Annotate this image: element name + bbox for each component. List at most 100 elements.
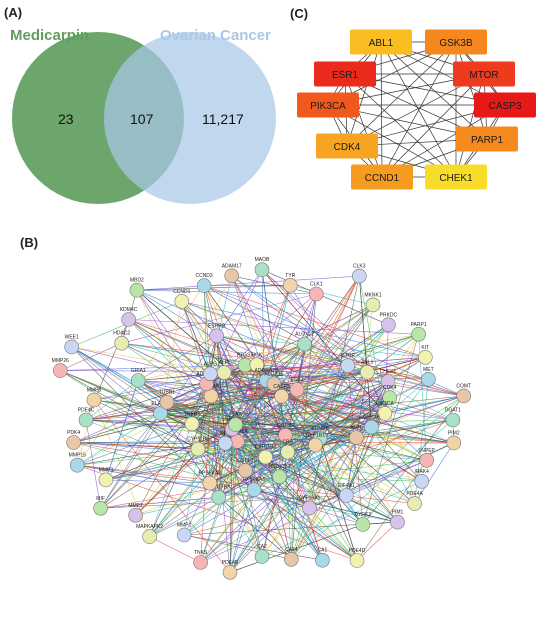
- ppi-node-adam17[interactable]: ADAM17: [222, 263, 242, 284]
- hub-node-parp1[interactable]: PARP1: [456, 126, 518, 152]
- venn-right-only: 11,217: [202, 111, 244, 127]
- ppi-node-tyr[interactable]: TYR: [282, 273, 298, 293]
- ppi-edge: [231, 275, 317, 295]
- ppi-node-pde4b[interactable]: PDE4B: [222, 560, 239, 580]
- ppi-node-cyp11b2[interactable]: CYP11B2: [187, 437, 209, 457]
- ppi-node-eif4a1[interactable]: EIF4A1: [338, 483, 355, 503]
- ppi-node-dyrk2[interactable]: DYRK2: [354, 512, 371, 532]
- ppi-node-kit[interactable]: KIT: [417, 345, 433, 365]
- ppi-node-mmp26[interactable]: MMP26: [52, 358, 69, 378]
- ppi-node-clk3[interactable]: CLK3: [351, 264, 367, 284]
- ppi-node-alpg[interactable]: ALPG: [203, 361, 218, 382]
- ppi-node-lnpep[interactable]: LNPEP: [418, 448, 436, 468]
- hub-node-esr1[interactable]: ESR1: [314, 61, 376, 87]
- ppi-node-circle: [153, 406, 168, 421]
- ppi-node-alpl[interactable]: ALPL: [349, 425, 364, 445]
- ppi-node-hck[interactable]: HCK: [249, 352, 265, 373]
- ppi-node-pde4d[interactable]: PDE4D: [349, 548, 366, 568]
- ppi-node-circle: [249, 357, 265, 373]
- hub-node-mtor[interactable]: MTOR: [453, 61, 515, 87]
- ppi-node-gstm2[interactable]: GSTM2: [277, 423, 294, 443]
- ppi-node-mmp8[interactable]: MMP8: [86, 388, 102, 408]
- ppi-node-rps6ka2[interactable]: RPS6KA2: [199, 471, 222, 491]
- ppi-node-tubb1[interactable]: TUBB1: [159, 390, 175, 410]
- ppi-edge: [77, 399, 95, 466]
- ppi-node-tnks[interactable]: TNKS: [193, 550, 208, 570]
- ppi-node-cyp1b1[interactable]: CYP1B1: [306, 433, 325, 453]
- hub-node-label: GSK3B: [439, 38, 473, 49]
- ppi-node-pim1[interactable]: PIM1: [390, 510, 405, 530]
- ppi-node-gria1[interactable]: GRIA1: [131, 368, 146, 388]
- ppi-node-pik3ca[interactable]: PIK3CA: [376, 401, 394, 421]
- ppi-node-circle: [254, 549, 270, 564]
- ppi-node-ca2[interactable]: CA2: [254, 544, 270, 564]
- ppi-node-abl1[interactable]: ABL1: [359, 360, 375, 380]
- ppi-node-esrrb[interactable]: ESRRB: [208, 323, 226, 344]
- ppi-node-mmp1[interactable]: MMP1: [176, 523, 192, 543]
- ppi-node-mmp7[interactable]: MMP7: [128, 503, 143, 523]
- ppi-edge: [231, 275, 316, 446]
- ppi-node-rps6ka5[interactable]: RPS6KA5: [243, 477, 266, 498]
- ppi-node-esr1[interactable]: ESR1: [289, 377, 305, 397]
- hub-node-abl1[interactable]: ABL1: [350, 29, 412, 55]
- ppi-node-pde4c[interactable]: PDE4C: [78, 408, 95, 428]
- ppi-node-hdac2[interactable]: HDAC2: [113, 331, 130, 351]
- ppi-node-ret[interactable]: RET: [218, 431, 233, 451]
- ppi-node-casp3[interactable]: CASP3: [273, 384, 290, 404]
- hub-node-pik3ca[interactable]: PIK3CA: [297, 92, 359, 118]
- hub-node-chek1[interactable]: CHEK1: [425, 164, 487, 190]
- ppi-edge: [100, 496, 219, 509]
- ppi-node-mapkapk2[interactable]: MAPKAPK2: [136, 524, 163, 544]
- ppi-node-cdk4[interactable]: CDK4: [382, 385, 398, 405]
- ppi-node-met[interactable]: MET: [421, 367, 436, 387]
- ppi-node-label: EDNRB: [311, 426, 329, 432]
- ppi-node-alox12[interactable]: ALOX12: [295, 332, 314, 352]
- hub-node-cdk4[interactable]: CDK4: [316, 133, 378, 159]
- ppi-node-irak4[interactable]: IRAK4: [414, 469, 429, 489]
- ppi-node-tubb3[interactable]: TUBB3: [184, 411, 200, 432]
- ppi-edge: [287, 365, 349, 453]
- ppi-node-circle: [64, 339, 79, 355]
- ppi-node-pim2[interactable]: PIM2: [446, 430, 462, 451]
- ppi-node-ca1[interactable]: CA1: [315, 548, 330, 568]
- ppi-node-pdk4[interactable]: PDK4: [66, 430, 81, 450]
- ppi-node-mbd2[interactable]: MBD2: [129, 278, 145, 298]
- ppi-node-mknk1[interactable]: MKNK1: [364, 292, 382, 313]
- ppi-node-hsd17b2[interactable]: HSD17B2: [268, 464, 291, 484]
- ppi-node-chek1[interactable]: CHEK1: [380, 369, 397, 389]
- ppi-node-mif[interactable]: MIF: [93, 496, 108, 516]
- ppi-node-cyp11b1[interactable]: CYP11B1: [255, 445, 277, 465]
- ppi-node-clk1[interactable]: CLK1: [308, 282, 324, 302]
- ppi-node-mmp3[interactable]: MMP3: [98, 467, 114, 488]
- ppi-node-cyp19a1[interactable]: CYP19A1: [298, 496, 321, 516]
- ppi-node-mmp15[interactable]: MMP15: [69, 453, 86, 473]
- ppi-node-alox15[interactable]: ALOX15: [264, 371, 284, 392]
- ppi-node-prkdc[interactable]: PRKDC: [380, 312, 398, 333]
- ppi-node-gsk3b[interactable]: GSK3B: [363, 415, 380, 435]
- hub-node-gsk3b[interactable]: GSK3B: [425, 29, 487, 55]
- hub-node-box: [314, 61, 376, 87]
- ppi-node-kdm4c[interactable]: KDM4C: [120, 307, 138, 327]
- ppi-node-ccnd3[interactable]: CCND3: [195, 273, 213, 293]
- ppi-node-ccnd1[interactable]: CCND1: [173, 289, 191, 309]
- ppi-node-cbs[interactable]: CBS: [280, 440, 296, 460]
- ppi-node-parp1[interactable]: PARP1: [411, 322, 427, 342]
- hub-node-ccnd1[interactable]: CCND1: [351, 164, 413, 190]
- hub-node-casp3[interactable]: CASP3: [474, 92, 536, 118]
- ppi-node-gstp1[interactable]: GSTP1: [237, 458, 254, 478]
- ppi-node-dgat1[interactable]: DGAT1: [445, 408, 462, 428]
- ppi-node-ca14[interactable]: CA14: [283, 547, 299, 567]
- ppi-node-hsd17b3[interactable]: HSD17B3: [208, 485, 230, 505]
- ppi-node-alpi[interactable]: ALPI: [216, 360, 232, 380]
- ppi-node-comt[interactable]: COMT: [456, 383, 471, 404]
- ppi-node-circle: [184, 416, 200, 432]
- ppi-node-label: IRAK4: [414, 469, 429, 475]
- ppi-node-mtor[interactable]: MTOR: [340, 353, 355, 373]
- ppi-edge: [206, 383, 357, 438]
- ppi-node-maob[interactable]: MAOB: [255, 257, 270, 278]
- ppi-node-pde4a[interactable]: PDE4A: [406, 491, 423, 511]
- ppi-edge: [245, 389, 298, 471]
- ppi-node-wee1[interactable]: WEE1: [64, 334, 79, 355]
- ppi-node-label: ALPL: [350, 425, 362, 431]
- ppi-node-plaa[interactable]: PLAA: [228, 412, 243, 432]
